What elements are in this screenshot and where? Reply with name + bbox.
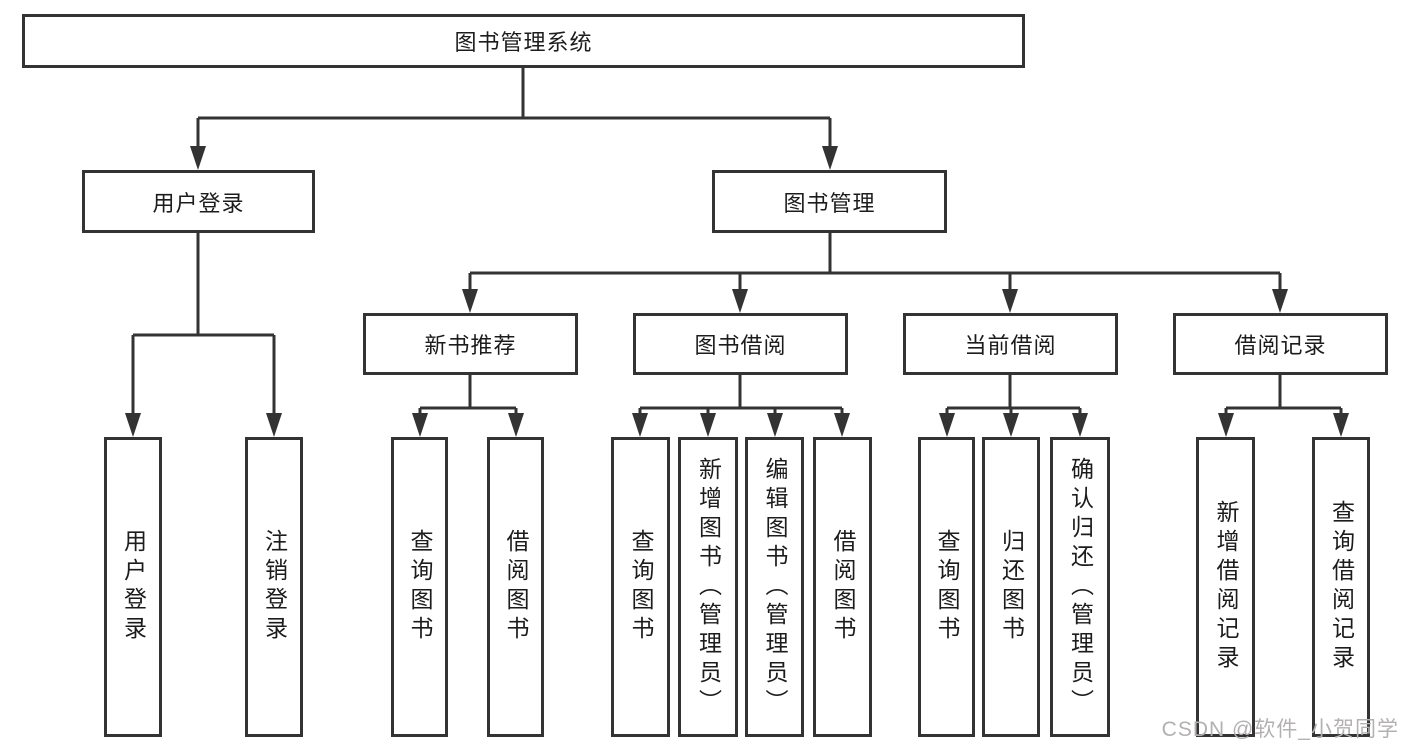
node-new-book-recommend: 新书推荐 — [363, 313, 578, 375]
node-book-borrow: 图书借阅 — [633, 313, 848, 375]
node-current-borrow-label: 当前借阅 — [964, 333, 1057, 358]
node-current-borrow: 当前借阅 — [903, 313, 1118, 375]
node-root-label: 图书管理系统 — [454, 30, 593, 55]
leaf-current-confirm-return-label: 确认归还（管理员） — [1067, 456, 1094, 718]
leaf-current-query-label: 查询图书 — [934, 529, 960, 645]
leaf-logout-label: 注销登录 — [261, 529, 288, 645]
leaf-logout: 注销登录 — [245, 437, 303, 737]
leaf-user-login-label: 用户登录 — [120, 529, 147, 645]
node-new-book-recommend-label: 新书推荐 — [424, 333, 517, 358]
leaf-borrow-add-book: 新增图书（管理员） — [678, 437, 738, 737]
leaf-borrow-edit-book-label: 编辑图书（管理员） — [762, 456, 788, 718]
leaf-current-return-label: 归还图书 — [998, 529, 1025, 645]
leaf-records-query-label: 查询借阅记录 — [1328, 500, 1355, 674]
leaf-current-query: 查询图书 — [918, 437, 975, 737]
leaf-records-add: 新增借阅记录 — [1196, 437, 1255, 737]
leaf-borrow-query-label: 查询图书 — [628, 529, 654, 645]
node-book-management: 图书管理 — [712, 170, 947, 233]
leaf-records-query: 查询借阅记录 — [1312, 437, 1370, 737]
leaf-borrow-borrow-book: 借阅图书 — [813, 437, 872, 737]
csdn-watermark: CSDN @软件_小贺同学 — [1161, 718, 1399, 741]
leaf-borrow-add-book-label: 新增图书（管理员） — [695, 456, 722, 718]
node-user-login: 用户登录 — [82, 170, 315, 233]
node-root: 图书管理系统 — [22, 14, 1025, 68]
leaf-borrow-query: 查询图书 — [611, 437, 670, 737]
node-borrow-records-label: 借阅记录 — [1234, 333, 1327, 358]
node-book-borrow-label: 图书借阅 — [694, 333, 787, 358]
leaf-borrow-edit-book: 编辑图书（管理员） — [745, 437, 804, 737]
leaf-user-login: 用户登录 — [104, 437, 162, 737]
node-borrow-records: 借阅记录 — [1173, 313, 1388, 375]
node-book-management-label: 图书管理 — [783, 190, 876, 216]
leaf-newbook-query: 查询图书 — [391, 437, 448, 737]
arrowheads-path — [125, 146, 1349, 437]
tree-edges-path — [131, 67, 1343, 416]
leaf-records-add-label: 新增借阅记录 — [1213, 500, 1239, 674]
leaf-newbook-query-label: 查询图书 — [407, 529, 433, 645]
leaf-newbook-borrow-label: 借阅图书 — [503, 529, 529, 645]
leaf-borrow-borrow-book-label: 借阅图书 — [830, 529, 856, 645]
leaf-newbook-borrow: 借阅图书 — [487, 437, 544, 737]
leaf-current-confirm-return: 确认归还（管理员） — [1050, 437, 1110, 737]
leaf-current-return: 归还图书 — [982, 437, 1040, 737]
node-user-login-label: 用户登录 — [152, 190, 245, 216]
